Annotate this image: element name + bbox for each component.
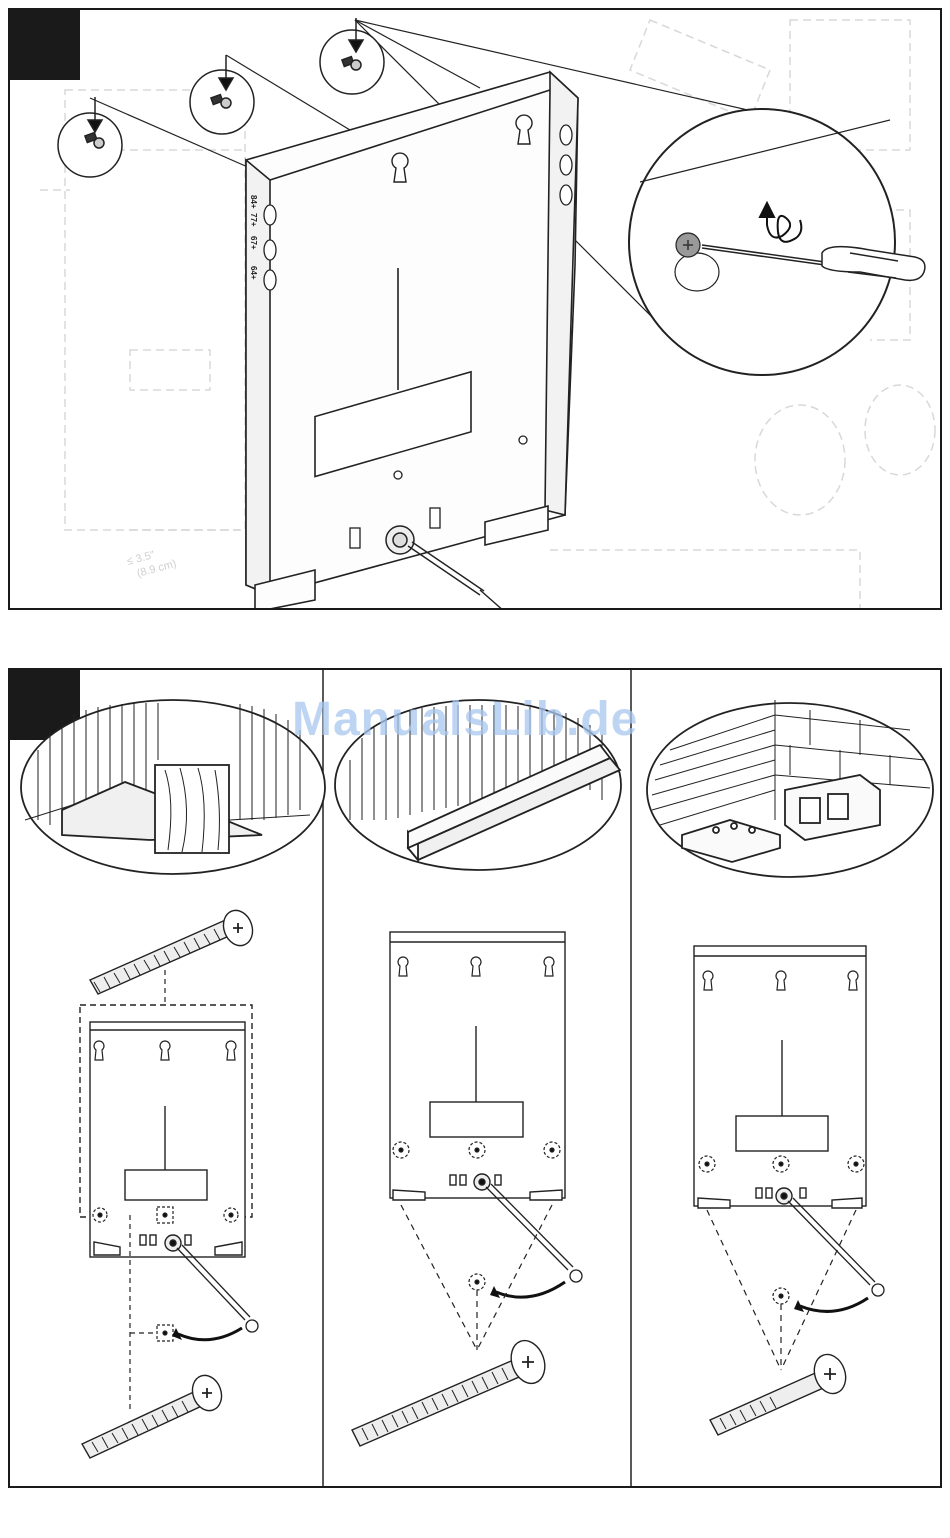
dimension-text: ≤ 3.5" (8.9 cm) [126, 549, 178, 580]
bolt-icon [474, 1174, 490, 1190]
bolt-icon [386, 526, 414, 554]
detail-magnifier [629, 109, 895, 375]
screw-icon [82, 1371, 226, 1458]
mounting-plate [246, 72, 578, 610]
hole-label-64: 64+ [249, 266, 258, 280]
screw-callout-1 [58, 97, 122, 177]
step-2-illustration [10, 670, 942, 1488]
arrow [178, 1328, 242, 1340]
wood-surface-oval [21, 700, 325, 874]
watermark-text: ManualsLib.de [292, 692, 638, 747]
grounding-wire-icon [788, 1198, 884, 1296]
step-1-illustration: ≤ 3.5" (8.9 cm) [10, 10, 942, 610]
hole-label-67: 67+ [249, 236, 258, 250]
hole-labels: 84+ 77+ 67+ 64+ [249, 195, 258, 280]
brick-concrete-oval [647, 700, 933, 877]
screw-callout-2 [190, 55, 254, 134]
bolt-icon [776, 1188, 792, 1204]
grounding-wire-icon [177, 1245, 258, 1332]
step-2-panel: ManualsLib.de [8, 668, 942, 1488]
screw-icon [90, 906, 257, 994]
hole-label-77: 77+ [249, 213, 258, 227]
screw-icon [352, 1336, 551, 1446]
step-1-panel: ≤ 3.5" (8.9 cm) [8, 8, 942, 610]
screw-callout-3 [320, 18, 384, 94]
bolt-icon [165, 1235, 181, 1251]
hole-label-84: 84+ [249, 195, 258, 209]
arrow [800, 1298, 868, 1311]
arrow [496, 1282, 565, 1297]
